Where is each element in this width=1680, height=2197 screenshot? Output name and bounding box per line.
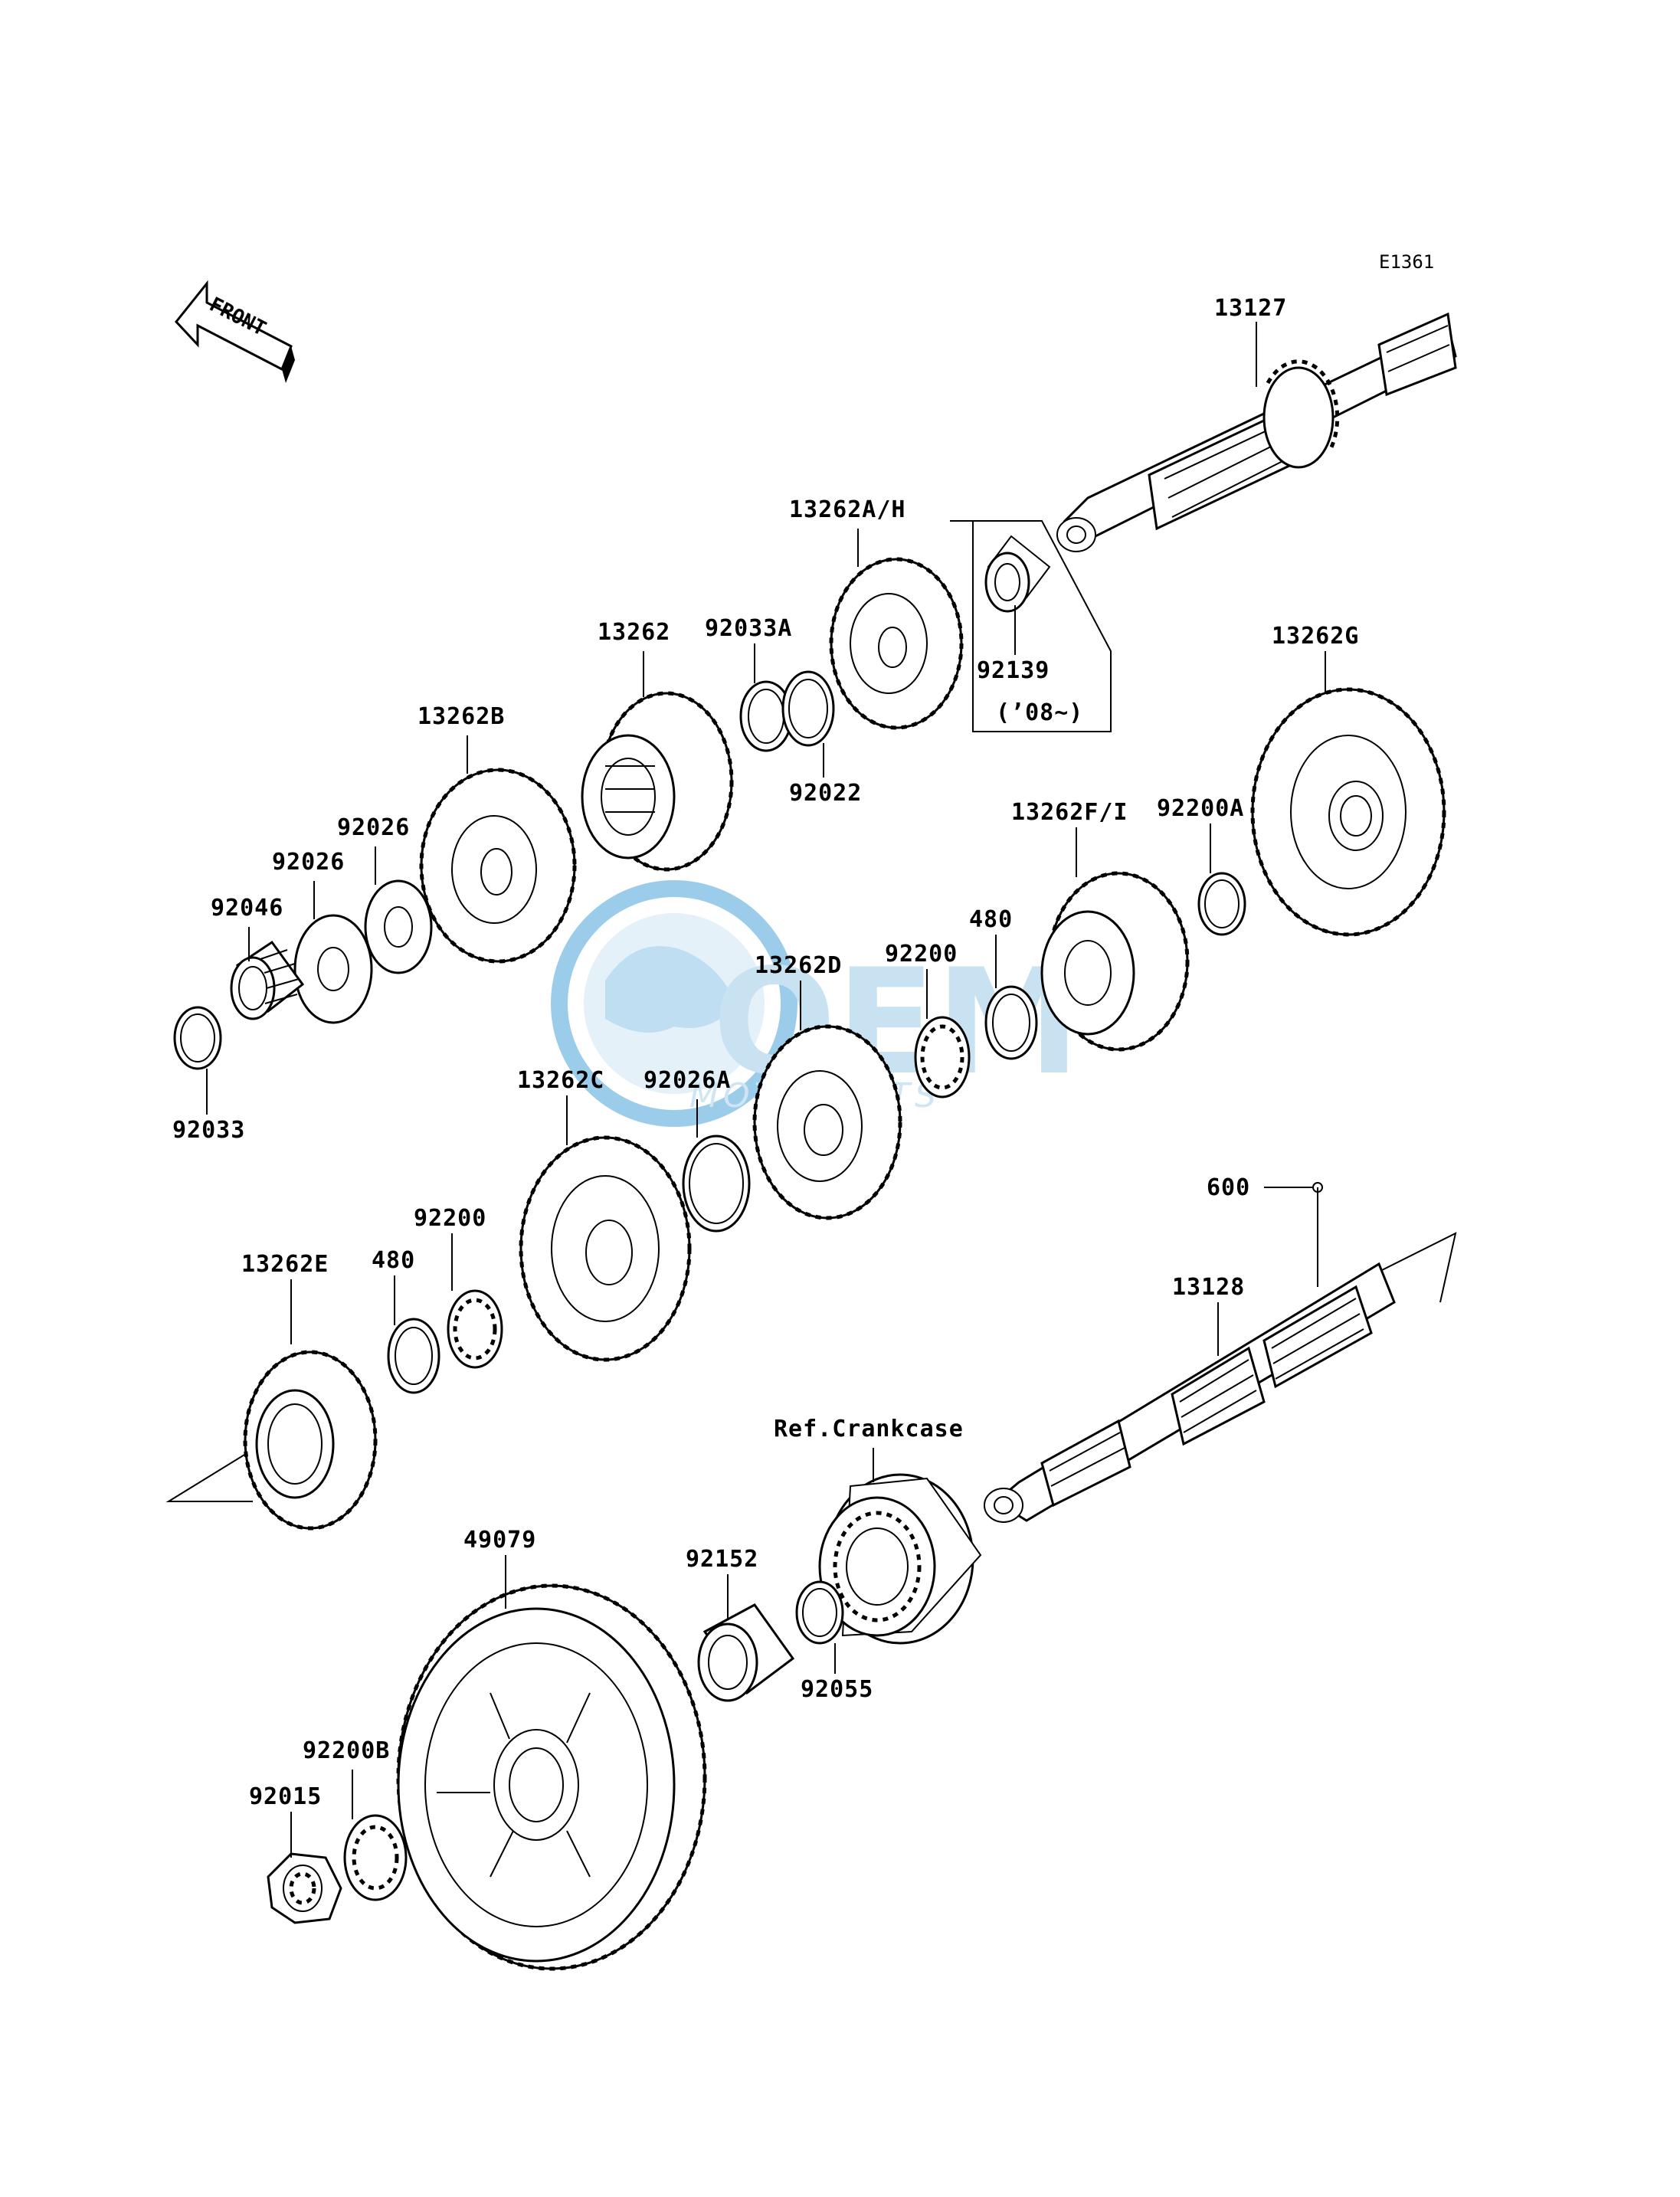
- label-92026-a: 92026: [337, 814, 410, 841]
- gear-13262G: [1250, 687, 1446, 937]
- crankcase-bearing: [818, 1473, 982, 1645]
- label-92046: 92046: [211, 895, 283, 922]
- circlip-92033: [173, 1006, 222, 1070]
- washer-92200B: [343, 1814, 408, 1901]
- label-92055: 92055: [801, 1676, 873, 1703]
- washer-92026-1: [364, 879, 433, 974]
- label-92139-note: (’08~): [996, 699, 1083, 726]
- gear-13262D: [752, 1024, 902, 1220]
- label-600: 600: [1207, 1174, 1250, 1201]
- circlip-480-lower: [387, 1318, 440, 1394]
- label-13127: 13127: [1214, 295, 1287, 322]
- label-13128: 13128: [1172, 1274, 1245, 1301]
- washer-92022: [781, 670, 835, 747]
- label-13262AH: 13262A/H: [789, 496, 906, 523]
- label-13262: 13262: [598, 619, 670, 646]
- label-92139: 92139: [977, 657, 1050, 684]
- gear-13262B: [419, 768, 577, 964]
- nut-92015: [267, 1852, 342, 1924]
- washer-92026-2: [293, 914, 373, 1024]
- label-92200B: 92200B: [303, 1737, 390, 1764]
- front-arrow-icon: FRONT: [175, 280, 295, 383]
- gear-13262: [581, 691, 734, 872]
- collar-92152: [697, 1603, 795, 1702]
- label-ref-crankcase: Ref.Crankcase: [774, 1416, 964, 1442]
- label-49079: 49079: [463, 1527, 536, 1554]
- label-92200A: 92200A: [1157, 795, 1244, 822]
- label-92015: 92015: [249, 1783, 322, 1810]
- label-92200-b: 92200: [414, 1205, 486, 1232]
- needle-bearing-92046: [230, 940, 305, 1020]
- label-92033A: 92033A: [705, 615, 792, 642]
- gear-13262FI: [1040, 871, 1190, 1052]
- label-480-a: 480: [969, 906, 1013, 933]
- label-13262FI: 13262F/I: [1011, 799, 1128, 826]
- label-92022: 92022: [789, 780, 862, 807]
- bushing-92139: [984, 535, 1051, 613]
- washer-92200-lower: [447, 1289, 503, 1369]
- washer-92200-upper: [914, 1016, 971, 1098]
- label-480-b: 480: [372, 1247, 415, 1274]
- label-92026-b: 92026: [272, 849, 345, 876]
- washer-92200A: [1197, 872, 1246, 936]
- label-13262C: 13262C: [517, 1067, 604, 1094]
- label-13262B: 13262B: [418, 703, 505, 730]
- oring-92055: [795, 1580, 844, 1645]
- label-92152: 92152: [686, 1546, 758, 1573]
- diagram-code: E1361: [1379, 251, 1434, 273]
- label-13262E: 13262E: [241, 1251, 329, 1278]
- label-13262D: 13262D: [755, 952, 842, 979]
- label-92200-a: 92200: [885, 941, 958, 968]
- gear-13262AH: [829, 557, 964, 730]
- circlip-480-upper: [984, 985, 1038, 1060]
- shaft-13127: [1056, 312, 1457, 552]
- label-13262G: 13262G: [1272, 623, 1359, 650]
- gear-13262E: [243, 1350, 378, 1531]
- label-92026A: 92026A: [644, 1067, 731, 1094]
- sprocket-49079: [396, 1583, 707, 1971]
- gear-13262C: [519, 1135, 692, 1362]
- shaft-13128: [984, 1262, 1396, 1523]
- label-92033: 92033: [172, 1117, 245, 1144]
- washer-92026A: [682, 1135, 751, 1233]
